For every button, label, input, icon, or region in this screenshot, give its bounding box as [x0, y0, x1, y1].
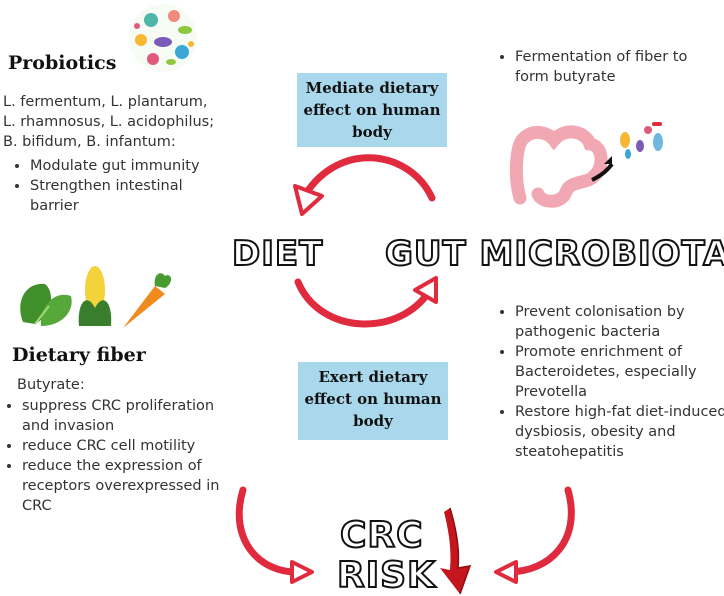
probiotics-effects-list: Modulate gut immunity Strengthen intesti…: [10, 156, 220, 216]
list-item: Fermentation of fiber to form butyrate: [515, 47, 724, 87]
list-item: reduce CRC cell motility: [22, 436, 240, 456]
vegetables-icon: [20, 266, 172, 328]
strain-line: L. rhamnosus, L. acidophilus;: [3, 114, 215, 130]
probiotics-title: Probiotics: [8, 52, 117, 74]
bacteria-cluster-icon: [129, 4, 197, 72]
list-item: reduce the expression of receptors overe…: [22, 456, 240, 516]
gut-top-list: Fermentation of fiber to form butyrate: [495, 47, 724, 87]
mediate-effect-box: Mediate dietary effect on human body: [297, 73, 447, 147]
diet-label: DIET: [231, 233, 324, 275]
gut-bottom-list: Prevent colonisation by pathogenic bacte…: [495, 302, 724, 462]
strain-line: B. bifidum, B. infantum:: [3, 134, 176, 150]
probiotics-strains: L. fermentum, L. plantarum, L. rhamnosus…: [3, 92, 243, 152]
butyrate-label: Butyrate:: [17, 377, 85, 393]
fiber-effects-list: suppress CRC proliferation and invasion …: [2, 396, 240, 516]
list-item: Prevent colonisation by pathogenic bacte…: [515, 302, 724, 342]
list-item: Strengthen intestinal barrier: [30, 176, 220, 216]
list-item: suppress CRC proliferation and invasion: [22, 396, 240, 436]
list-item: Modulate gut immunity: [30, 156, 220, 176]
crc-label: CRC: [339, 514, 424, 557]
list-item: Promote enrichment of Bacteroidetes, esp…: [515, 342, 724, 402]
risk-label: RISK: [336, 554, 436, 596]
gut-microbiota-label: GUT MICROBIOTA: [384, 233, 724, 275]
dietary-fiber-title: Dietary fiber: [12, 344, 146, 366]
exert-effect-box: Exert dietary effect on human body: [298, 362, 448, 440]
strain-line: L. fermentum, L. plantarum,: [3, 94, 208, 110]
down-arrow-icon: [440, 507, 472, 595]
list-item: Restore high-fat diet-induced dysbiosis,…: [515, 402, 724, 462]
colon-icon: [509, 122, 663, 208]
